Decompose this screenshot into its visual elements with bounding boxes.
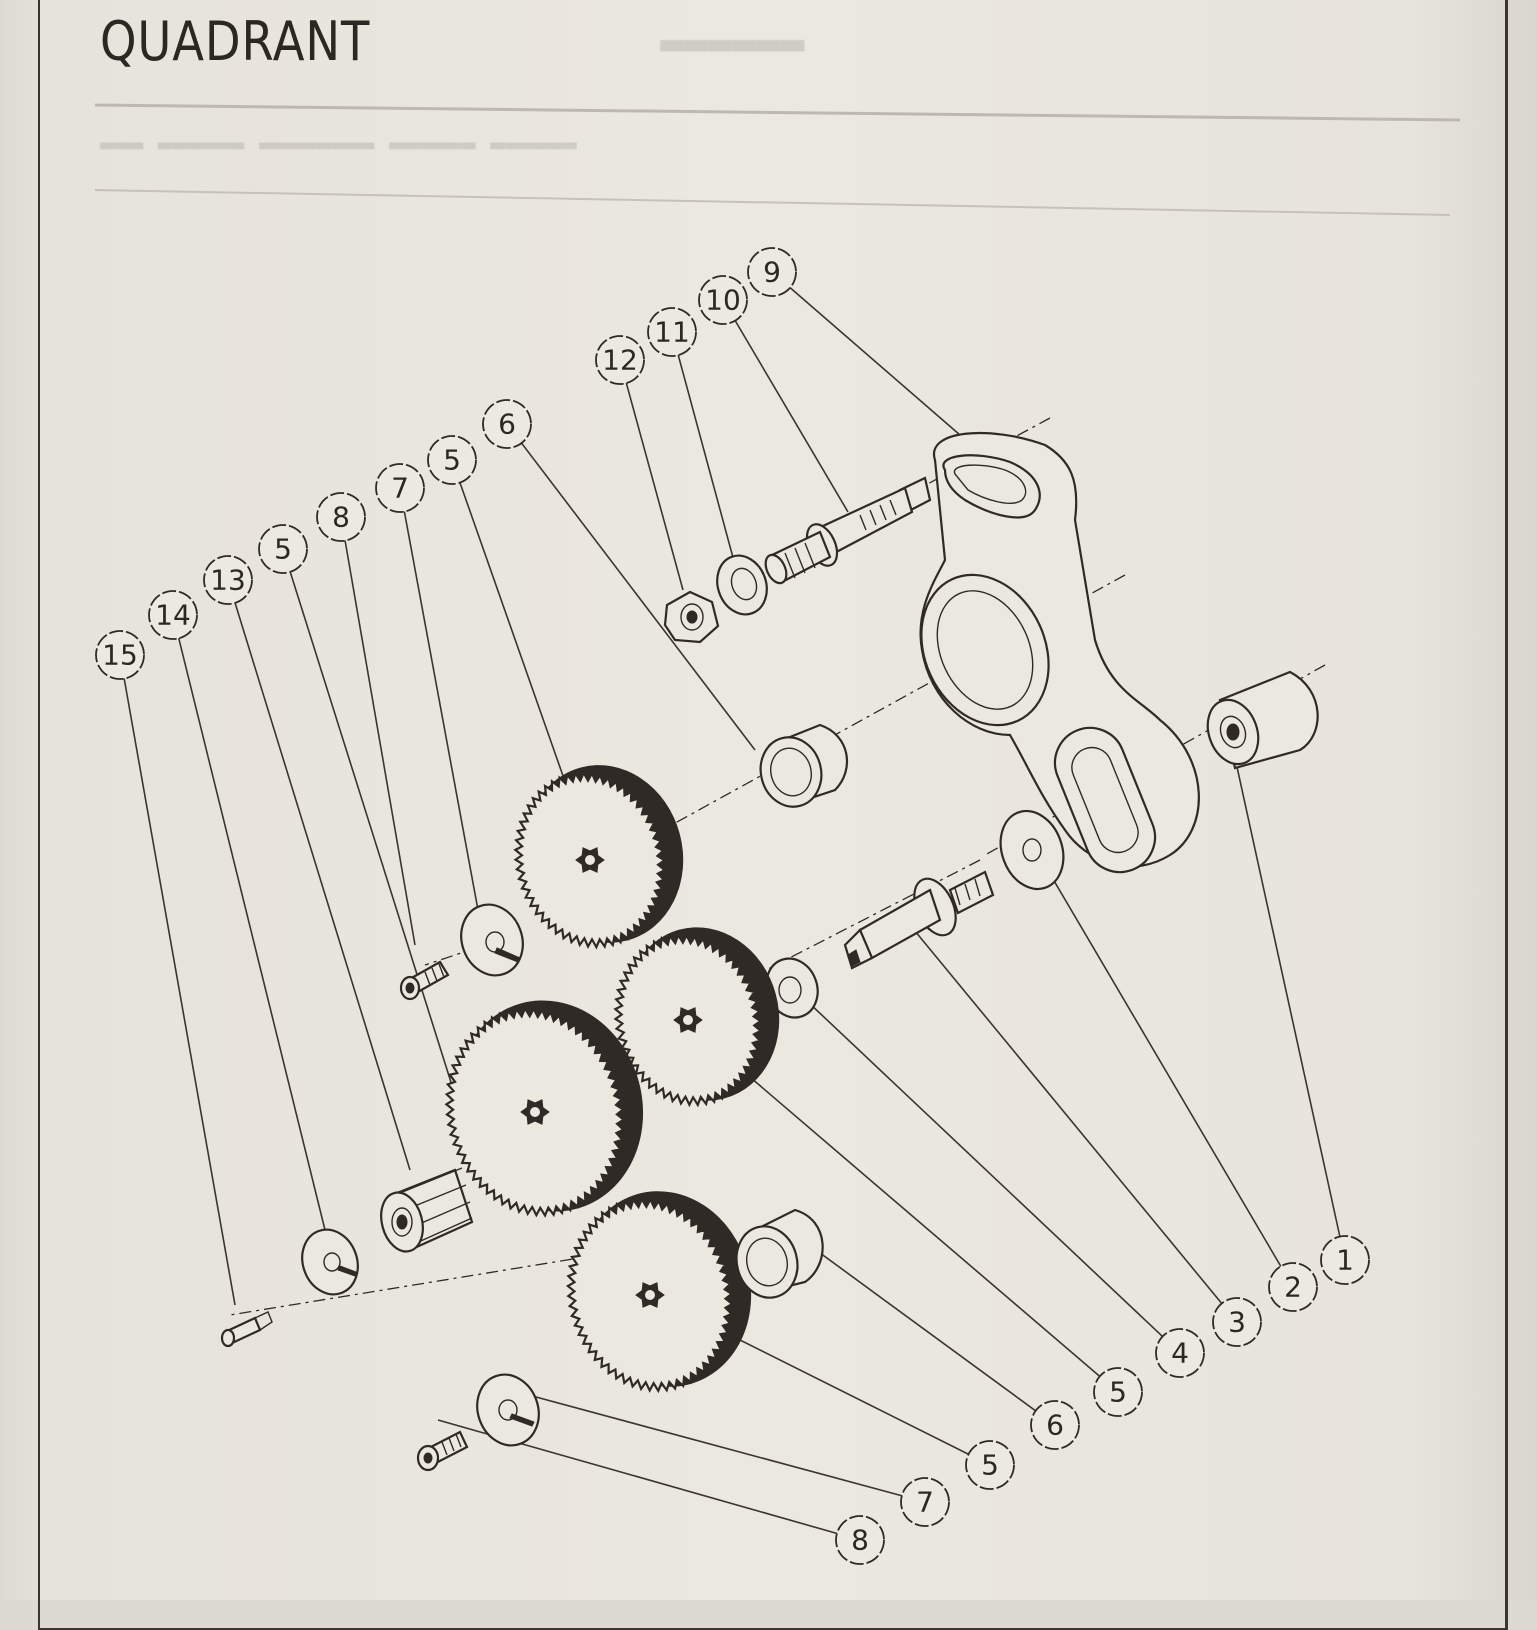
callout-label: 3 [1228, 1306, 1246, 1339]
callout-label: 15 [102, 639, 138, 672]
callout-label: 10 [705, 284, 741, 317]
leader-line [172, 614, 326, 1231]
leader-line [771, 271, 961, 436]
leader-line [729, 1059, 1119, 1393]
callout-label: 5 [274, 533, 292, 566]
leader-line [399, 487, 479, 911]
callout-label: 6 [498, 408, 516, 441]
leader-line [699, 1319, 991, 1466]
callout-label: 2 [1284, 1271, 1302, 1304]
leader-line [1229, 734, 1346, 1261]
callout-label: 7 [391, 472, 409, 505]
callout-14: 14 [148, 590, 198, 640]
leader-line [722, 299, 849, 513]
callout-label: 5 [443, 444, 461, 477]
callout-6: 6 [482, 399, 532, 449]
callout-2: 2 [1268, 1262, 1318, 1312]
callout-label: 1 [1336, 1244, 1354, 1277]
leader-line [619, 359, 684, 591]
leader-line [509, 1389, 926, 1503]
leader-line [909, 924, 1238, 1323]
change-gear-lower [565, 1191, 752, 1394]
leader-line [451, 459, 576, 811]
callout-label: 6 [1046, 1409, 1064, 1442]
callout-15: 15 [95, 630, 145, 680]
callout-8: 8 [835, 1515, 885, 1565]
screw-lower [416, 1430, 469, 1472]
callout-8: 8 [316, 492, 366, 542]
leader-line [119, 654, 236, 1306]
callout-label: 9 [763, 256, 781, 289]
callout-10: 10 [698, 275, 748, 325]
pinion-13 [380, 1167, 474, 1253]
change-gear-middle [613, 927, 780, 1108]
callout-7: 7 [375, 463, 425, 513]
leader-line [506, 423, 756, 751]
change-gear-upper [513, 765, 684, 950]
leader-line [227, 579, 411, 1171]
callout-6: 6 [1030, 1400, 1080, 1450]
hex-nut-12 [663, 590, 720, 644]
special-washer-14 [301, 1228, 359, 1296]
special-stud-lower [843, 870, 995, 970]
callout-label: 4 [1171, 1337, 1189, 1370]
change-gears [444, 765, 780, 1394]
distance-collar-lower [735, 1208, 824, 1299]
screw-upper [399, 960, 450, 1001]
header-rule-2 [94, 189, 1451, 216]
callout-label: 14 [155, 599, 191, 632]
callout-label: 5 [1109, 1376, 1127, 1409]
callout-7: 7 [900, 1477, 950, 1527]
callout-13: 13 [203, 555, 253, 605]
callout-label: 5 [981, 1449, 999, 1482]
leader-line [671, 331, 736, 566]
callout-11: 11 [647, 307, 697, 357]
page-title: QUADRANT [100, 10, 371, 73]
washer-10 [716, 554, 768, 616]
callout-label: 11 [654, 316, 690, 349]
callout-label: 8 [851, 1524, 869, 1557]
callout-5: 5 [965, 1440, 1015, 1490]
callout-label: 7 [916, 1486, 934, 1519]
bleed-through-header: ▬▬▬ ▬▬▬▬▬▬ ▬▬▬▬▬▬▬▬ ▬▬▬▬▬▬ ▬▬▬▬▬▬ [100, 130, 577, 158]
callout-4: 4 [1155, 1328, 1205, 1378]
leader-line [340, 516, 416, 946]
header-rule [94, 103, 1461, 122]
washer-2 [999, 809, 1065, 891]
leader-line [282, 548, 456, 1096]
leader-line [789, 984, 1181, 1354]
special-washer-upper [460, 903, 524, 977]
change-gear-large [444, 1000, 644, 1218]
callout-5: 5 [258, 524, 308, 574]
special-stud-upper [764, 476, 932, 585]
callout-5: 5 [427, 435, 477, 485]
leader-line [1029, 839, 1294, 1288]
callout-9: 9 [747, 247, 797, 297]
special-washer-lower [476, 1373, 540, 1447]
callout-3: 3 [1212, 1297, 1262, 1347]
callout-label: 12 [602, 344, 638, 377]
callout-1: 1 [1320, 1235, 1370, 1285]
sleeve-1 [1206, 670, 1319, 770]
callout-12: 12 [595, 335, 645, 385]
quadrant-bracket [919, 431, 1200, 874]
pin-15 [220, 1311, 273, 1348]
callout-label: 8 [332, 501, 350, 534]
callout-label: 13 [210, 564, 246, 597]
leader-lines [119, 271, 1346, 1541]
callout-5: 5 [1093, 1367, 1143, 1417]
distance-collar-upper [759, 723, 849, 808]
